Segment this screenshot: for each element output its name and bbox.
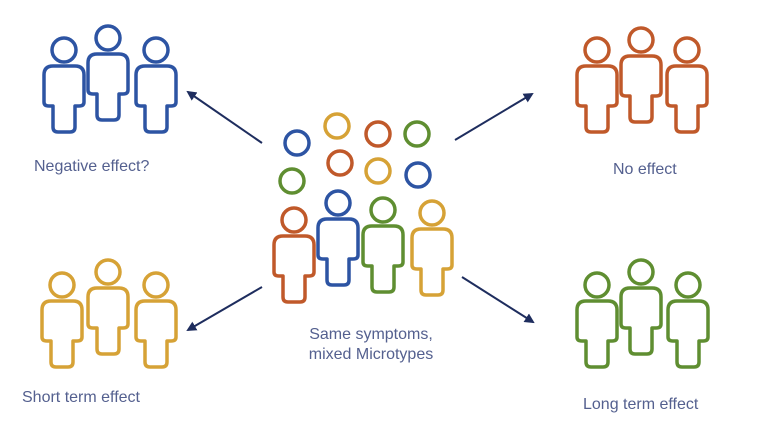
person-head <box>673 36 701 64</box>
person-body <box>86 286 130 356</box>
person-icon <box>134 271 178 369</box>
head-icon <box>364 157 392 185</box>
person-icon <box>272 206 316 304</box>
group-bottom-right <box>575 258 710 369</box>
person-head <box>280 206 308 234</box>
person-icon <box>316 189 360 287</box>
person-head <box>583 271 611 299</box>
label-negative-effect: Negative effect? <box>34 158 150 175</box>
center-crowd <box>272 112 454 304</box>
person-icon <box>619 26 663 124</box>
person-body <box>575 299 619 369</box>
person-body <box>361 224 405 294</box>
person-body <box>665 64 709 134</box>
person-icon <box>134 36 178 134</box>
group-top-right <box>575 26 709 134</box>
person-icon <box>86 258 130 356</box>
arrow-to-bottom-right <box>461 276 535 324</box>
person-body <box>272 234 316 304</box>
person-head <box>94 258 122 286</box>
arrow-to-top-left <box>186 90 263 144</box>
head-icon <box>403 120 431 148</box>
person-icon <box>40 271 84 369</box>
person-body <box>619 54 663 124</box>
head-icon <box>326 149 354 177</box>
label-short-term-effect: Short term effect <box>22 389 140 406</box>
head-icon <box>404 161 432 189</box>
floating-head <box>404 161 432 189</box>
arrow-to-top-right <box>454 92 534 141</box>
head-icon <box>323 112 351 140</box>
person-head <box>627 258 655 286</box>
person-body <box>134 299 178 369</box>
floating-head <box>326 149 354 177</box>
label-center-line1: Same symptoms, <box>309 326 433 343</box>
person-icon <box>575 271 619 369</box>
person-body <box>666 299 710 369</box>
person-head <box>142 271 170 299</box>
label-no-effect: No effect <box>613 161 677 178</box>
person-icon <box>361 196 405 294</box>
floating-head <box>283 129 311 157</box>
person-body <box>410 227 454 297</box>
person-body <box>619 286 663 356</box>
person-icon <box>86 24 130 122</box>
label-center: Same symptoms, mixed Microtypes <box>288 325 454 365</box>
person-body <box>316 217 360 287</box>
person-head <box>369 196 397 224</box>
person-body <box>42 64 86 134</box>
person-head <box>627 26 655 54</box>
group-bottom-left <box>40 258 178 369</box>
label-center-line2: mixed Microtypes <box>308 346 434 363</box>
person-head <box>50 36 78 64</box>
person-icon <box>410 199 454 297</box>
person-body <box>40 299 84 369</box>
head-icon <box>283 129 311 157</box>
person-head <box>94 24 122 52</box>
floating-head <box>364 157 392 185</box>
arrow-to-bottom-left <box>186 286 263 332</box>
person-icon <box>666 271 710 369</box>
person-icon <box>42 36 86 134</box>
person-body <box>86 52 130 122</box>
person-body <box>134 64 178 134</box>
person-head <box>418 199 446 227</box>
person-head <box>674 271 702 299</box>
floating-head <box>323 112 351 140</box>
person-head <box>48 271 76 299</box>
head-icon <box>278 167 306 195</box>
person-head <box>142 36 170 64</box>
floating-head <box>364 120 392 148</box>
person-icon <box>575 36 619 134</box>
person-head <box>324 189 352 217</box>
floating-head <box>278 167 306 195</box>
person-body <box>575 64 619 134</box>
head-icon <box>364 120 392 148</box>
person-head <box>583 36 611 64</box>
label-long-term-effect: Long term effect <box>583 396 699 413</box>
group-top-left <box>42 24 178 134</box>
floating-head <box>403 120 431 148</box>
person-icon <box>665 36 709 134</box>
person-icon <box>619 258 663 356</box>
